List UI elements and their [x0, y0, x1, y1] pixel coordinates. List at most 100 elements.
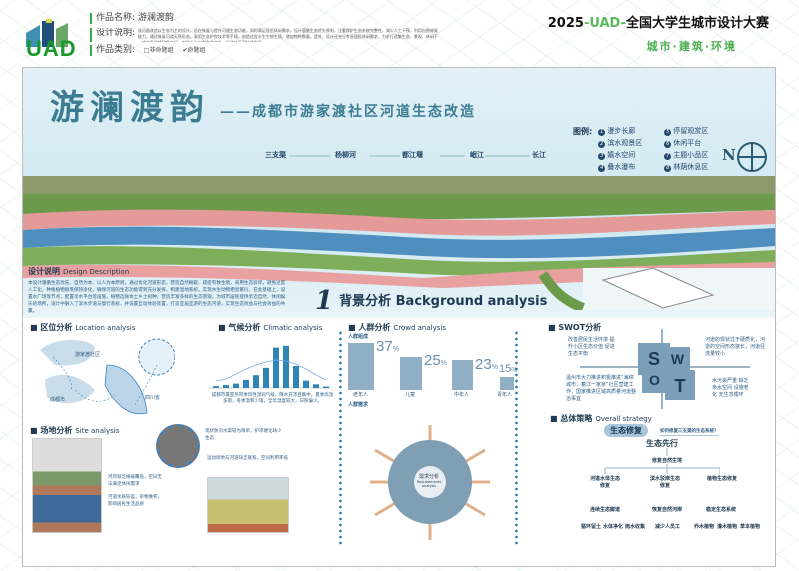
crowd-pct: 23% — [475, 356, 498, 373]
site-photo-court — [207, 477, 289, 533]
temperature-line — [215, 359, 327, 382]
work-name: 作品名称: 游澜渡韵 — [90, 13, 174, 24]
crowd-label: 老年人 — [353, 392, 369, 398]
strategy-node: 滨水驳岸生态修复 — [650, 476, 681, 489]
precip-bar — [253, 375, 259, 388]
location-map — [40, 338, 175, 415]
crowd-bar — [500, 377, 514, 390]
map-label: 游家渡社区 — [75, 352, 101, 358]
site-photo-river — [32, 438, 102, 533]
flow-arrows — [290, 155, 530, 157]
swot-s-text: 改善居民生活环境 提升小区生态价值 促进生态平衡 — [568, 337, 615, 357]
map-label: 四川省 — [145, 395, 161, 401]
site-note: 运动场地与河道缺乏联系，空间利用率低 — [207, 456, 288, 461]
precip-bar — [243, 379, 249, 388]
crowd-label: 青年人 — [497, 392, 513, 398]
precip-bar — [283, 345, 289, 388]
climate-text: 成都市属亚热带季风性湿润气候，降水充沛且集中，夏季高温多雨，冬季温和少雨，全年湿… — [211, 393, 334, 404]
strategy-result: 恢复自然河岸 — [652, 507, 683, 513]
category-option: ✔命题组 — [182, 47, 206, 54]
precip-bar — [213, 386, 219, 388]
precip-bar — [223, 385, 229, 388]
strategy-result: 连续生态廊道 — [590, 507, 621, 513]
flow-item: 都江堰 — [402, 151, 423, 159]
crowd-label: 儿童 — [405, 392, 416, 398]
strategy-leaf: 减少人员工 — [655, 524, 681, 530]
strategy-root: 生态先行 — [646, 439, 678, 448]
category-option: □非命题组 — [143, 47, 174, 54]
swot-heading: ■ SWOT分析 — [548, 323, 602, 332]
flow-item: 岷江 — [470, 151, 484, 159]
strategy-leaf: 循环留土 — [581, 524, 602, 530]
uad-logo-text: UAD — [26, 36, 77, 61]
site-note: 现状防汛水渠较为简单，护岸硬化缺少生态 — [205, 429, 282, 441]
work-category: 作品类别: □非命题组 ✔命题组 — [90, 45, 206, 56]
strategy-result: 稳定生态系统 — [706, 507, 737, 513]
project-subtitle: ——成都市游家渡社区河道生态改造 — [220, 104, 476, 120]
needs-wheel — [370, 425, 490, 540]
crowd-pct: 37% — [376, 338, 399, 355]
swot-t-text: 水污染严重 缺乏亲水空间 设施老化 无生态循环 — [712, 378, 749, 398]
precip-bar — [313, 384, 319, 388]
strategy-leaf: 灌木植物 — [717, 524, 738, 530]
site-detail-circle — [156, 424, 200, 468]
precip-bar — [273, 347, 279, 388]
north-label: N — [722, 146, 736, 164]
flow-item: 杨柳河 — [335, 151, 356, 159]
crowd-pct: 15% — [499, 363, 517, 375]
crowd-bar — [348, 343, 374, 390]
site-note: 河道水质较差，杂物堆积，影响居民生活品质 — [108, 495, 162, 507]
competition-subtitle: 城市·建筑·环境 — [646, 40, 737, 53]
design-note: 设计说明: 该河道改造以生态为主的设计，旨在恢复与提升河道生态功能，同时满足居民… — [90, 28, 438, 42]
strategy-leaf: 草本植物 — [740, 524, 761, 530]
strategy-pill: 生态修复 — [604, 424, 648, 437]
strategy-leaf: 乔木植物 — [694, 524, 715, 530]
crowd-bar — [452, 360, 473, 390]
strategy-node: 修复自然生境 — [652, 458, 683, 464]
strategy-node: 河道水体生态修复 — [590, 476, 621, 489]
strategy-leaf: 雨水收集 — [625, 524, 646, 530]
precip-bar — [263, 367, 269, 388]
crowd-label: 中年人 — [454, 392, 470, 398]
needs-label: 人群需求 — [348, 402, 369, 408]
swot-o: O — [642, 368, 667, 393]
site-plan — [23, 176, 775, 310]
site-note: 河岸缺乏植被覆盖，空间无法满足休闲需求 — [108, 475, 162, 487]
precip-bar — [293, 366, 299, 388]
swot-t: T — [665, 370, 695, 400]
divider — [339, 330, 342, 545]
crowd-bar — [400, 357, 422, 390]
swot-o-text: 温州市大力推进积极推进“海绵城市，蓄江一家亲”社区营建工作，国家推进区域高质量河… — [566, 375, 637, 402]
climate-chart — [209, 345, 331, 389]
project-title: 游澜渡韵 — [50, 88, 210, 128]
strategy-leaf: 水体净化 — [603, 524, 624, 530]
divider — [515, 330, 518, 545]
uad-logo-icon — [26, 19, 68, 47]
flow-item: 长江 — [532, 151, 546, 159]
north-arrow-icon — [737, 142, 767, 172]
crowd-pct: 25% — [424, 352, 447, 369]
precip-bar — [323, 386, 329, 388]
competition-title: 2025-UAD-全国大学生城市设计大赛 — [547, 16, 769, 31]
flow-item: 三支渠 — [265, 151, 286, 159]
strategy-node: 植物生态修复 — [707, 476, 738, 482]
strategy-question: 如何修复三支渠的生态系统？ — [660, 429, 719, 436]
precip-bar — [233, 383, 239, 388]
composition-label: 人群组成 — [348, 334, 369, 340]
strategy-lines — [604, 448, 720, 474]
precip-bar — [303, 380, 309, 388]
